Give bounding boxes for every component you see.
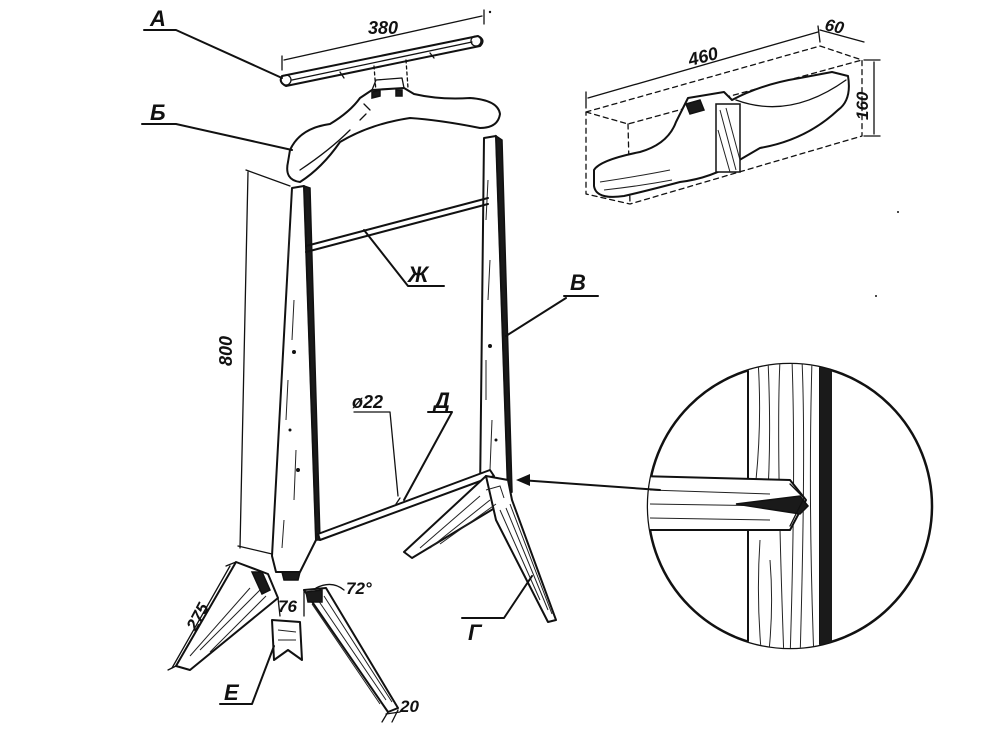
dim-76-text: 76 — [278, 597, 297, 616]
label-B-text: Б — [150, 100, 166, 125]
dim-800: 800 — [216, 169, 291, 555]
label-V: В — [505, 270, 599, 337]
dim-72-text: 72° — [346, 579, 372, 598]
detail-pointer-arrow — [516, 474, 661, 491]
dim-380: 380 — [281, 9, 485, 71]
dim-380-text: 380 — [368, 18, 398, 38]
dim-rod-diameter: ø22 — [352, 392, 383, 412]
label-Zh: Ж — [363, 229, 445, 287]
dim-800-text: 800 — [216, 336, 236, 366]
label-A-text: А — [149, 6, 166, 31]
label-D: ø22 Д — [352, 388, 453, 501]
left-feet — [175, 561, 399, 713]
dim-20: 20 — [381, 697, 419, 723]
dim-76: 76 — [277, 589, 305, 617]
right-feet — [403, 475, 557, 623]
right-upright — [479, 134, 513, 501]
label-E-text: Е — [224, 680, 240, 705]
label-A: А — [143, 6, 283, 79]
hanger-B — [286, 77, 501, 183]
dim-60-text: 60 — [823, 15, 846, 38]
rod-D — [317, 469, 495, 541]
dim-72: 72° — [315, 579, 372, 598]
label-D-text: Д — [432, 388, 450, 413]
dim-160-text: 160 — [853, 91, 872, 120]
dim-460-text: 460 — [685, 43, 720, 70]
joint-detail — [646, 362, 934, 650]
dim-160: 160 — [853, 59, 881, 137]
label-G-text: Г — [468, 620, 483, 645]
label-V-text: В — [570, 270, 586, 295]
label-Zh-text: Ж — [407, 262, 430, 287]
block-detail — [585, 45, 863, 205]
top-bar-A — [279, 35, 484, 93]
label-E: Е — [219, 645, 275, 705]
label-G: Г — [461, 575, 533, 645]
dim-60: 60 — [819, 15, 865, 43]
rod-Zh — [305, 197, 489, 253]
label-B: Б — [141, 100, 293, 151]
dim-20-text: 20 — [399, 697, 419, 716]
